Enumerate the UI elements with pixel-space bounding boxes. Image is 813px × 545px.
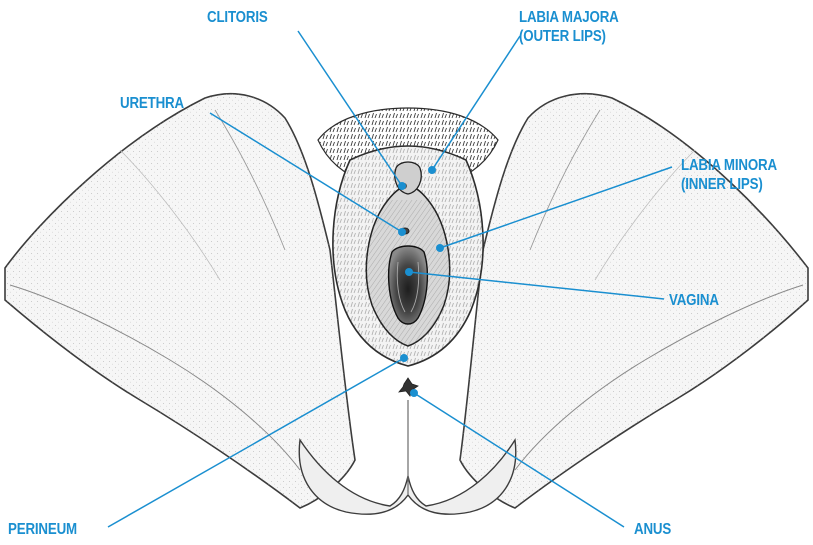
labia-minora-label-line-2: (INNER LIPS) xyxy=(681,175,777,194)
urethra-marker xyxy=(398,228,406,236)
clitoris-label-text: CLITORIS xyxy=(207,8,268,27)
labia-minora-label-line-1: LABIA MINORA xyxy=(681,156,777,175)
perineum-label: PERINEUM xyxy=(8,520,77,539)
clitoris-label: CLITORIS xyxy=(207,8,268,27)
clitoris-marker xyxy=(398,182,406,190)
perineum-marker xyxy=(400,354,408,362)
labia-majora-label-line-2: (OUTER LIPS) xyxy=(519,27,619,46)
labia-majora-label-line-1: LABIA MAJORA xyxy=(519,8,619,27)
anus-label: ANUS xyxy=(634,520,671,539)
vagina-label: VAGINA xyxy=(669,291,719,310)
vagina-label-text: VAGINA xyxy=(669,291,719,310)
urethra-label-text: URETHRA xyxy=(120,94,184,113)
labia-minora-marker xyxy=(436,244,444,252)
vagina-marker xyxy=(405,268,413,276)
perineum-label-text: PERINEUM xyxy=(8,520,77,539)
labia-majora-label: LABIA MAJORA (OUTER LIPS) xyxy=(519,8,619,46)
labia-majora-marker xyxy=(428,166,436,174)
anus-marker xyxy=(410,389,418,397)
labia-minora-label: LABIA MINORA (INNER LIPS) xyxy=(681,156,777,194)
anus-label-text: ANUS xyxy=(634,520,671,539)
urethra-label: URETHRA xyxy=(120,94,184,113)
